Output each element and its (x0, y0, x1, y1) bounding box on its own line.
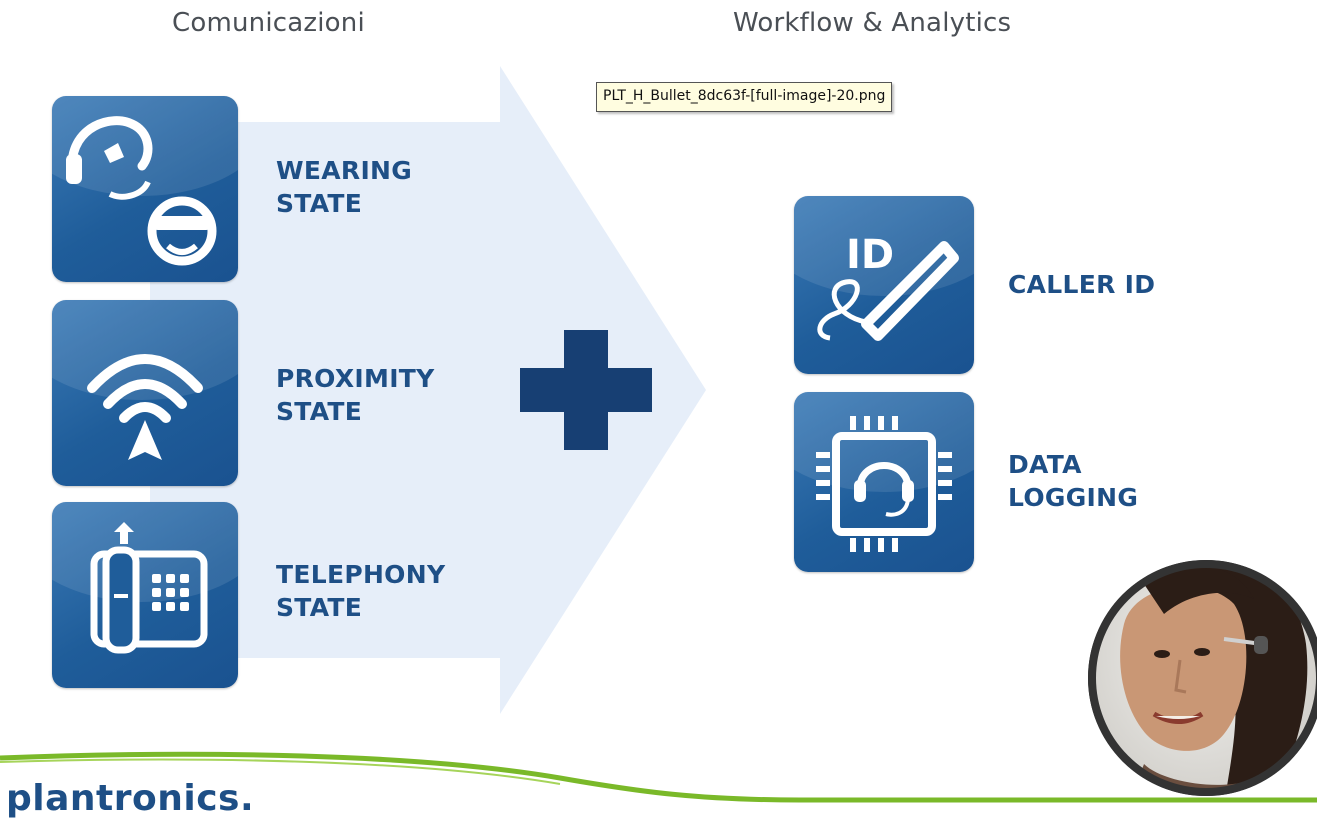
caller-id-icon-text: ID (846, 232, 894, 278)
telephony-line2: STATE (276, 593, 363, 622)
heading-comunicazioni: Comunicazioni (172, 8, 365, 38)
data-logging-tile[interactable] (794, 392, 974, 572)
headset-wearer-icon (66, 116, 217, 266)
caller-id-line1: CALLER ID (1008, 270, 1156, 299)
heading-workflow-analytics: Workflow & Analytics (733, 8, 1012, 38)
desk-phone-icon (90, 522, 208, 654)
wearing-state-label: WEARING STATE (276, 154, 412, 220)
data-logging-line2: LOGGING (1008, 483, 1139, 512)
wearing-line2: STATE (276, 189, 363, 218)
filename-tooltip: PLT_H_Bullet_8dc63f-[full-image]-20.png (596, 82, 893, 112)
headset-user-photo (1088, 560, 1317, 796)
telephony-state-tile[interactable] (52, 502, 238, 688)
plus-icon (520, 330, 652, 450)
wearing-line1: WEARING (276, 156, 413, 185)
footer-swoosh (0, 751, 1317, 803)
wireless-signal-icon (87, 354, 203, 460)
proximity-line1: PROXIMITY (276, 364, 435, 393)
data-logging-line1: DATA (1008, 450, 1082, 479)
proximity-line2: STATE (276, 397, 363, 426)
telephony-line1: TELEPHONY (276, 560, 446, 589)
data-logging-label: DATA LOGGING (1008, 448, 1138, 514)
wearing-state-tile[interactable] (52, 96, 238, 282)
proximity-state-label: PROXIMITY STATE (276, 362, 435, 428)
telephony-state-label: TELEPHONY STATE (276, 558, 445, 624)
caller-id-tile[interactable]: ID (794, 196, 974, 374)
chip-headset-icon (816, 416, 952, 552)
proximity-state-tile[interactable] (52, 300, 238, 486)
caller-id-handset-icon: ID (817, 232, 959, 341)
plantronics-logo: plantronics. (6, 778, 255, 819)
caller-id-label: CALLER ID (1008, 268, 1155, 301)
